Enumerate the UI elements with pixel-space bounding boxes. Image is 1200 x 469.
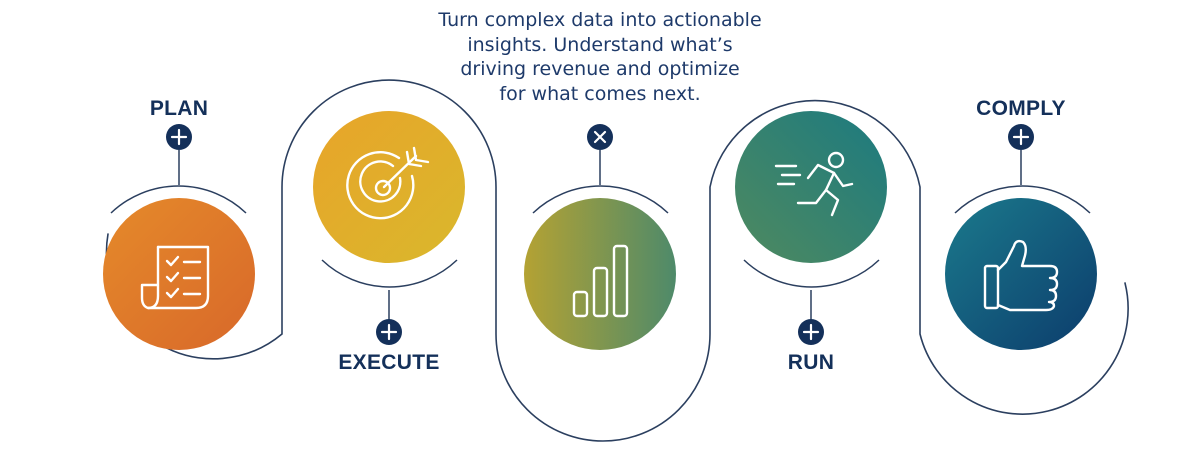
step-execute: EXECUTE bbox=[313, 111, 465, 374]
connector-line bbox=[105, 79, 1129, 442]
thumbs-up-icon bbox=[983, 239, 1059, 312]
plus-icon bbox=[1012, 128, 1030, 146]
close-icon bbox=[593, 130, 607, 144]
running-person-icon bbox=[774, 151, 854, 217]
step-run: RUN bbox=[735, 111, 887, 374]
step-plan-circle bbox=[103, 198, 255, 350]
step-run-label: RUN bbox=[788, 351, 834, 374]
step-comply: COMPLY bbox=[945, 97, 1097, 350]
plus-icon bbox=[170, 128, 188, 146]
step-comply-label: COMPLY bbox=[976, 97, 1066, 120]
accent-arc-analyze bbox=[532, 185, 669, 214]
accent-arc-plan bbox=[110, 185, 247, 214]
plus-icon bbox=[802, 323, 820, 341]
step-description: Turn complex data into actionable insigh… bbox=[390, 8, 810, 106]
target-icon bbox=[346, 146, 430, 220]
step-execute-label: EXECUTE bbox=[338, 351, 439, 374]
step-analyze-circle bbox=[524, 198, 676, 350]
bar-chart-icon bbox=[572, 244, 629, 318]
step-plan-label: PLAN bbox=[150, 97, 208, 120]
description-line: for what comes next. bbox=[499, 82, 701, 105]
description-line: Turn complex data into actionable bbox=[438, 9, 762, 31]
step-comply-circle bbox=[945, 198, 1097, 350]
step-analyze bbox=[524, 124, 676, 350]
plus-icon bbox=[380, 323, 398, 341]
description-line: driving revenue and optimize bbox=[460, 58, 740, 80]
accent-arc-comply bbox=[954, 185, 1091, 214]
step-run-circle bbox=[735, 111, 887, 263]
checklist-icon bbox=[140, 245, 210, 310]
description-line: insights. Understand what’s bbox=[467, 33, 733, 56]
accent-arc-execute bbox=[321, 259, 458, 288]
accent-arc-run bbox=[743, 259, 880, 288]
step-plan: PLAN bbox=[103, 97, 255, 350]
